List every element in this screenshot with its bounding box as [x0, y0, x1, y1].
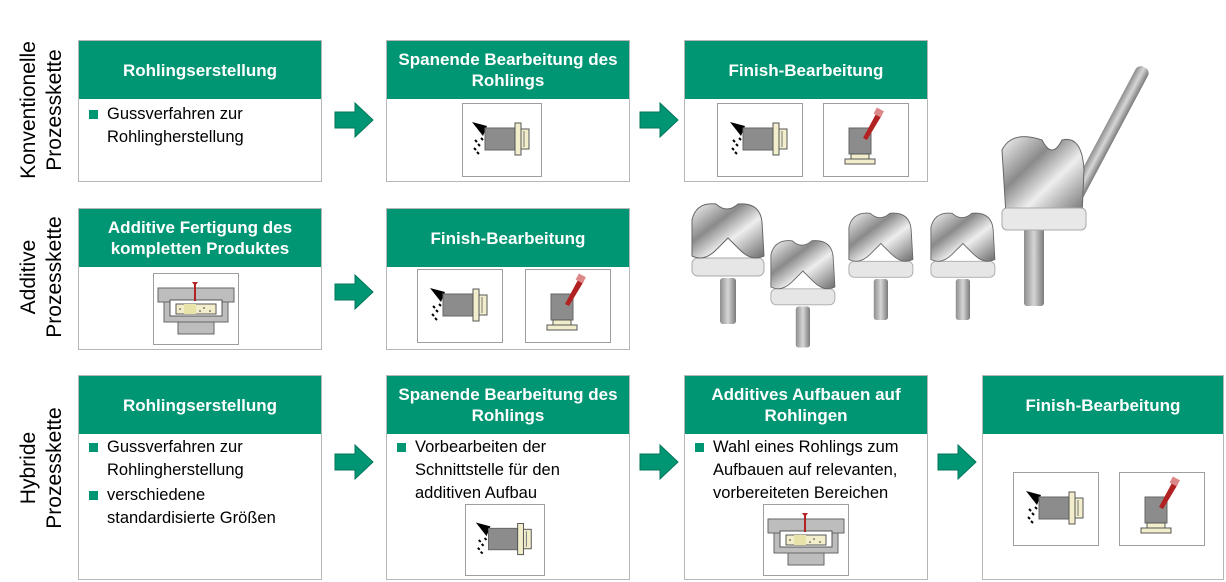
step-title: Rohlingserstellung: [79, 41, 321, 99]
arrow-right-icon: [638, 442, 680, 482]
bullet-text: Gussverfahren zur Rohlingherstellung: [107, 438, 244, 479]
step-title: Finish-Bearbeitung: [387, 209, 629, 267]
bullet-item: Wahl eines Rohlings zum Aufbauen auf rel…: [695, 436, 899, 505]
bullet-item: Vorbearbeiten der Schnittstelle für den …: [397, 436, 560, 505]
row-label-hybrid: Hybride Prozesskette: [12, 388, 72, 548]
bullet-item: verschiedene standardisierte Größen: [89, 484, 276, 530]
step-box-finish-bearbeitung: Finish-Bearbeitung: [982, 375, 1224, 580]
bullet-text: Gussverfahren zur Rohlingherstellung: [107, 105, 244, 146]
arrow-right-icon: [333, 272, 375, 312]
step-title: Finish-Bearbeitung: [685, 41, 927, 99]
additive-printing-icon: [763, 504, 849, 576]
finishing-icon: [525, 269, 611, 343]
bullet-square-icon: [89, 110, 98, 119]
step-box-spanende-bearbeitung: Spanende Bearbeitung des Rohlings Vorbea…: [386, 375, 630, 580]
milling-icon: [465, 504, 545, 576]
row-label-konventionell: Konventionelle Prozesskette: [12, 30, 72, 190]
step-box-additives-aufbauen: Additives Aufbauen auf Rohlingen Wahl ei…: [684, 375, 928, 580]
knee-implant-photo: [691, 66, 1149, 348]
arrow-right-icon: [333, 100, 375, 140]
step-box-spanende-bearbeitung: Spanende Bearbeitung des Rohlings: [386, 40, 630, 182]
step-title: Spanende Bearbeitung des Rohlings: [387, 41, 629, 99]
finishing-icon: [1119, 472, 1205, 546]
bullet-item: Gussverfahren zur Rohlingherstellung: [89, 103, 244, 149]
bullet-square-icon: [695, 443, 704, 452]
milling-icon: [462, 103, 542, 177]
bullet-square-icon: [89, 491, 98, 500]
bullet-text: verschiedene standardisierte Größen: [107, 486, 276, 527]
arrow-right-icon: [936, 442, 978, 482]
milling-icon: [417, 269, 503, 343]
bullet-text: Vorbearbeiten der Schnittstelle für den …: [415, 438, 560, 502]
row-label-text: Hybride Prozesskette: [17, 407, 66, 529]
step-box-finish-bearbeitung: Finish-Bearbeitung: [386, 208, 630, 350]
step-box-rohlingserstellung: Rohlingserstellung Gussverfahren zur Roh…: [78, 40, 322, 182]
additive-printing-icon: [153, 273, 239, 345]
step-box-additive-fertigung: Additive Fertigung des kompletten Produk…: [78, 208, 322, 350]
row-label-text: Konventionelle Prozesskette: [17, 41, 66, 179]
step-box-rohlingserstellung: Rohlingserstellung Gussverfahren zur Roh…: [78, 375, 322, 580]
arrow-right-icon: [333, 442, 375, 482]
bullet-square-icon: [397, 443, 406, 452]
bullet-item: Gussverfahren zur Rohlingherstellung: [89, 436, 244, 482]
step-title: Finish-Bearbeitung: [983, 376, 1223, 434]
milling-icon: [717, 103, 803, 177]
step-title: Spanende Bearbeitung des Rohlings: [387, 376, 629, 434]
step-title: Additive Fertigung des kompletten Produk…: [79, 209, 321, 267]
row-label-additiv: Additive Prozesskette: [12, 197, 72, 357]
milling-icon: [1013, 472, 1099, 546]
bullet-square-icon: [89, 443, 98, 452]
step-title: Rohlingserstellung: [79, 376, 321, 434]
finishing-icon: [823, 103, 909, 177]
step-box-finish-bearbeitung: Finish-Bearbeitung: [684, 40, 928, 182]
row-label-text: Additive Prozesskette: [17, 216, 66, 338]
step-title: Additives Aufbauen auf Rohlingen: [685, 376, 927, 434]
bullet-text: Wahl eines Rohlings zum Aufbauen auf rel…: [713, 438, 899, 502]
